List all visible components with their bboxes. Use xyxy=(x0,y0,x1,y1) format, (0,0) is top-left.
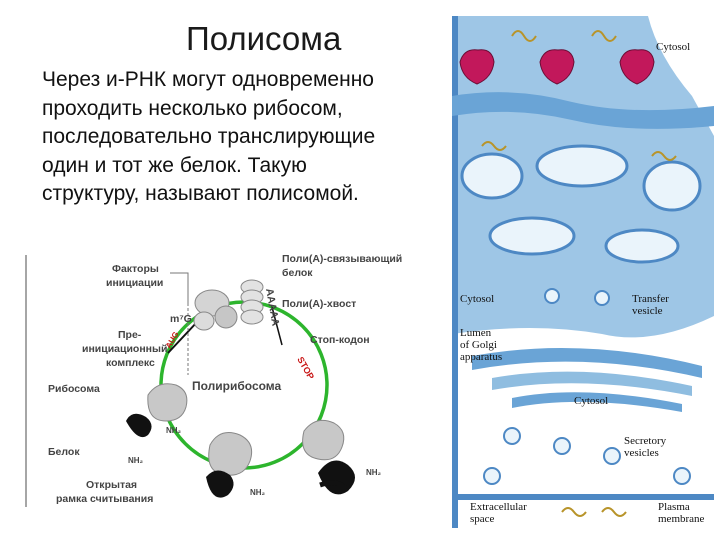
lumen-label: Lumen xyxy=(460,327,492,339)
preinit-label: Пре- xyxy=(118,329,142,341)
initiation-factors-label: инициации xyxy=(106,277,163,289)
body-line: Через и-РНК могут одновременно xyxy=(42,66,442,95)
protein-label: Белок xyxy=(48,446,80,458)
polya-binding-label: Поли(А)-связывающий xyxy=(282,253,402,265)
m7g-label: m⁷G xyxy=(170,313,192,325)
transfer-label: Transfer xyxy=(632,293,669,305)
plasma-label: membrane xyxy=(658,513,705,525)
orf-label: рамка считывания xyxy=(56,493,153,505)
aaaaa-label: AAAAA xyxy=(263,287,281,327)
ribosome xyxy=(303,420,355,494)
nh2-label: NH₂ xyxy=(366,468,382,477)
ribosome xyxy=(206,433,252,498)
extracellular-label: Extracellular xyxy=(470,501,527,513)
polya-binding-label: белок xyxy=(282,267,313,279)
orf-label: Открытая xyxy=(86,479,137,491)
polya-binding-protein xyxy=(241,280,263,324)
polyribosome-label: Полирибосома xyxy=(192,379,282,393)
er-golgi-diagram: Cytosol Cytosol Transfer vesicle Lumen o… xyxy=(452,16,714,528)
polysome-diagram: AAAAA AUG STOP Факторы инициации m⁷G Пре… xyxy=(20,245,440,515)
stop-codon-label: Стоп-кодон xyxy=(310,334,370,346)
secretory-label: vesicles xyxy=(624,447,659,459)
cytosol-mid-label: Cytosol xyxy=(460,293,494,305)
nh2-label: NH₂ xyxy=(250,488,266,497)
lumen-label: of Golgi xyxy=(460,339,497,351)
body-line: один и тот же белок. Такую xyxy=(42,152,442,181)
transfer-label: vesicle xyxy=(632,305,663,317)
lumen-label: apparatus xyxy=(460,351,502,363)
extracellular-label: space xyxy=(470,513,495,525)
stop-label: STOP xyxy=(295,355,316,381)
preinit-label: комплекс xyxy=(106,357,155,369)
secretory-label: Secretory xyxy=(624,435,667,447)
slide-title: Полисома xyxy=(186,20,341,58)
cytosol-top-label: Cytosol xyxy=(656,41,690,53)
plasma-label: Plasma xyxy=(658,501,690,513)
polya-tail-label: Поли(А)-хвост xyxy=(282,298,356,310)
initiation-factor-complex xyxy=(194,290,237,330)
cytosol-low-label: Cytosol xyxy=(574,395,608,407)
preinit-label: инициационный xyxy=(82,343,167,355)
ribosome-label: Рибосома xyxy=(48,383,100,395)
body-line: структуру, называют полисомой. xyxy=(42,180,442,209)
slide-body: Через и-РНК могут одновременно проходить… xyxy=(42,66,442,209)
initiation-factors-label: Факторы xyxy=(112,263,159,275)
body-line: проходить несколько рибосом, xyxy=(42,95,442,124)
body-line: последовательно транслирующие xyxy=(42,123,442,152)
nh2-label: NH₂ xyxy=(128,456,144,465)
nh2-label: NH₂ xyxy=(166,426,182,435)
